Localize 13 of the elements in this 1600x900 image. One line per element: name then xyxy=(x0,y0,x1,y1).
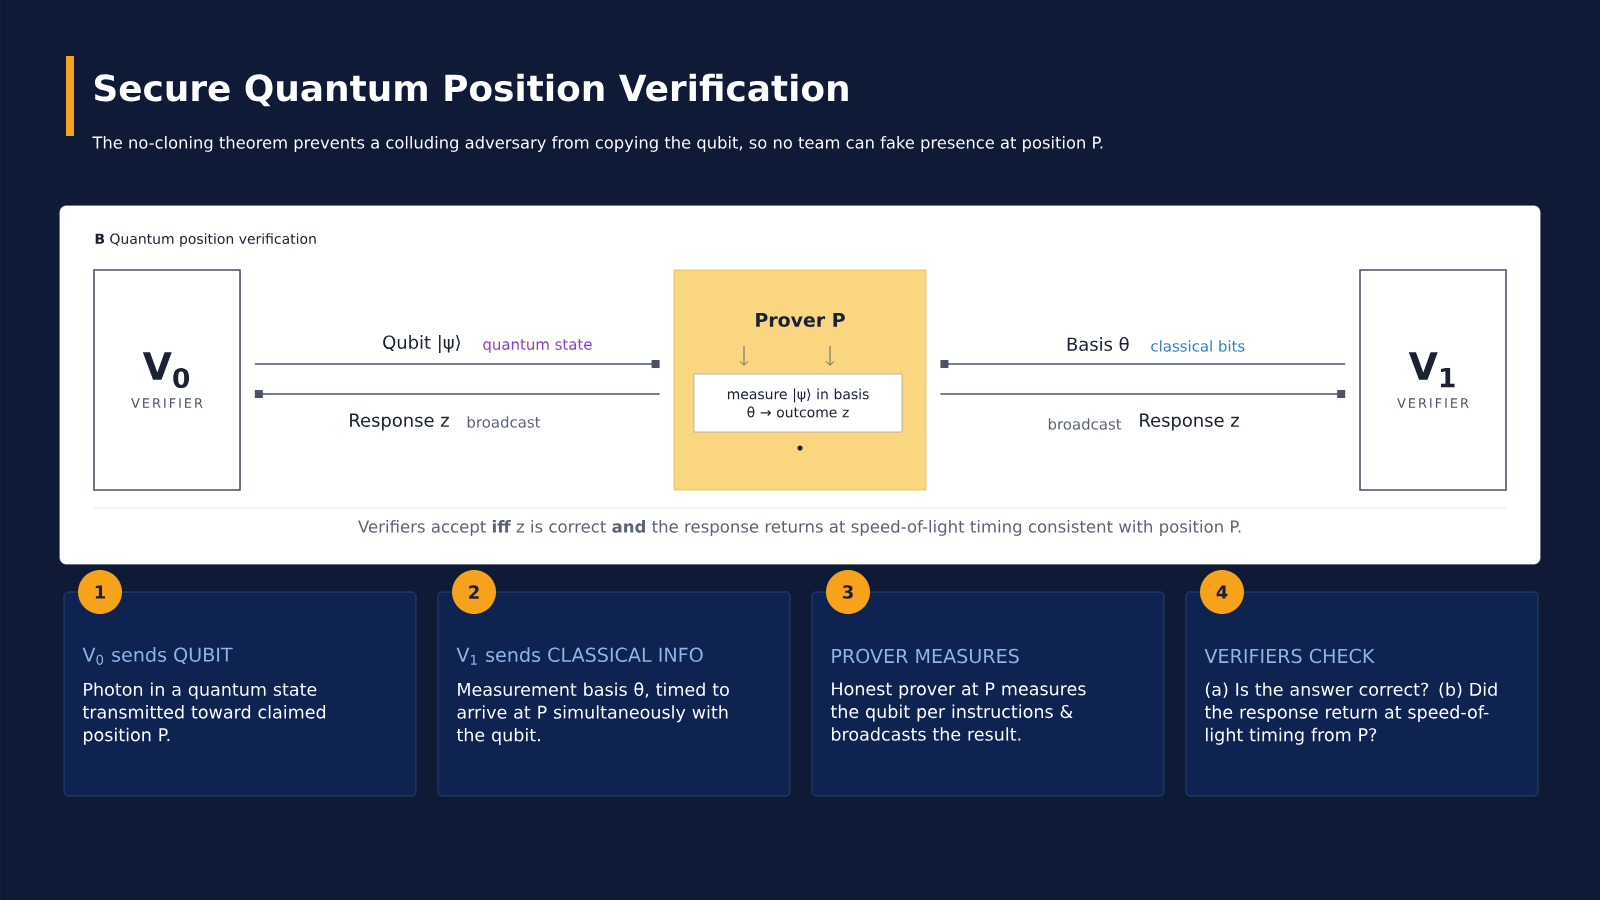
connector-line xyxy=(940,360,1346,368)
connector-line xyxy=(939,390,1346,398)
connector-line xyxy=(254,360,660,368)
edge-label: Response z xyxy=(1136,411,1242,433)
subtitle: The no-cloning theorem prevents a colluding adversary from copying the qubit, so no team can fake presence at position P. xyxy=(92,136,1103,152)
edge-label: Response z xyxy=(346,411,452,433)
step-number-badge: 1 xyxy=(78,570,122,614)
step-number-badge: 4 xyxy=(1200,570,1244,614)
step-number-badge: 2 xyxy=(452,570,496,614)
connector-line xyxy=(254,390,661,398)
step-number-badge: 3 xyxy=(826,570,870,614)
edge-label: Qubit |ψ⟩ xyxy=(380,333,464,355)
title: Secure Quantum Position Verification xyxy=(95,73,848,107)
